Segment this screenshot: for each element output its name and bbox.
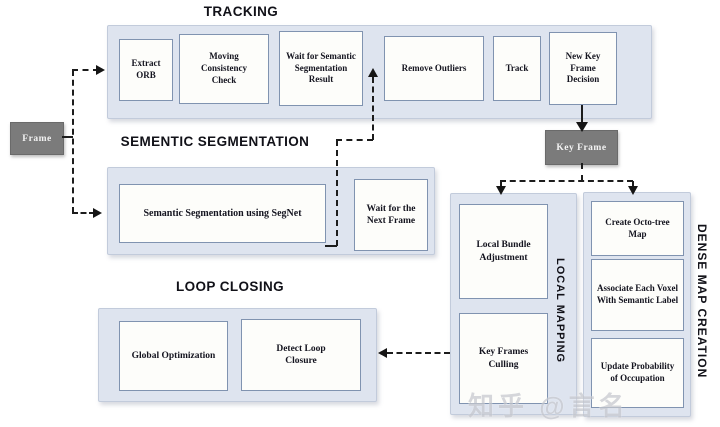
frame-node: Frame [10, 122, 64, 155]
segnet-vertical-line [336, 140, 338, 246]
semantic-segmentation-section-container: Semantic Segmentation using SegNet Wait … [107, 167, 435, 255]
loop-closing-section-title: LOOP CLOSING [175, 279, 285, 294]
semantic-segmentation-section-title: SEMENTIC SEGMENTATION [120, 134, 310, 149]
local-mapping-to-loop-closing-line [387, 352, 450, 354]
box-update-probability-of-occupation: Update Probability of Occupation [591, 338, 684, 408]
keyframe-to-dense-map-arrowhead-icon [628, 186, 638, 195]
tracking-section-container: Extract ORB Moving Consistency Check Wai… [107, 25, 652, 119]
frame-to-segmentation-arrowhead-icon [93, 208, 102, 218]
box-track: Track [493, 36, 541, 101]
frame-connector-line [62, 136, 73, 138]
key-frame-node: Key Frame [545, 130, 618, 165]
tracking-section-title: TRACKING [203, 4, 279, 19]
keyframe-to-dense-map-line [632, 181, 634, 187]
box-extract-orb: Extract ORB [119, 39, 173, 101]
frame-vertical-line [72, 70, 74, 213]
decision-to-keyframe-arrowhead-icon [576, 122, 588, 132]
segnet-connector-line [325, 245, 337, 247]
box-associate-each-voxel-with-semantic-label: Associate Each Voxel With Semantic Label [591, 259, 684, 331]
segnet-to-tracking-arrowhead-icon [368, 68, 378, 77]
local-mapping-section-container: Local Bundle Adjustment Key Frames Culli… [450, 193, 577, 415]
box-detect-loop-closure: Detect Loop Closure [241, 319, 361, 391]
box-wait-for-semantic-segmentation-result: Wait for Semantic Segmentation Result [279, 31, 363, 106]
box-new-key-frame-decision: New Key Frame Decision [549, 32, 617, 105]
dense-map-creation-side-label: DENSE MAP CREATION [695, 223, 709, 379]
keyframe-to-local-mapping-line [500, 181, 502, 187]
box-create-octo-tree-map: Create Octo-tree Map [591, 201, 684, 256]
segnet-to-tracking-line [372, 77, 374, 140]
box-key-frames-culling: Key Frames Culling [459, 313, 548, 404]
box-remove-outliers: Remove Outliers [384, 36, 484, 101]
dense-map-creation-section-container: Create Octo-tree Map Associate Each Voxe… [583, 192, 691, 417]
local-mapping-side-label: LOCAL MAPPING [554, 257, 566, 364]
box-local-bundle-adjustment: Local Bundle Adjustment [459, 204, 548, 299]
keyframe-vertical-line [581, 163, 583, 181]
box-wait-for-the-next-frame: Wait for the Next Frame [354, 179, 428, 251]
decision-to-keyframe-line [581, 105, 583, 124]
frame-to-segmentation-line [72, 212, 95, 214]
keyframe-to-local-mapping-arrowhead-icon [496, 186, 506, 195]
zhihu-watermark: 知乎 @言名 [468, 391, 629, 421]
box-moving-consistency-check: Moving Consistency Check [179, 34, 269, 104]
segnet-horizontal-line [336, 139, 373, 141]
box-semantic-segmentation-using-segnet: Semantic Segmentation using SegNet [119, 184, 326, 243]
box-global-optimization: Global Optimization [119, 321, 228, 391]
frame-to-tracking-line [72, 69, 99, 71]
keyframe-split-line [500, 180, 633, 182]
loop-closing-section-container: Global Optimization Detect Loop Closure [98, 308, 377, 402]
frame-to-tracking-arrowhead-icon [96, 65, 105, 75]
local-mapping-to-loop-closing-arrowhead-icon [378, 348, 387, 358]
